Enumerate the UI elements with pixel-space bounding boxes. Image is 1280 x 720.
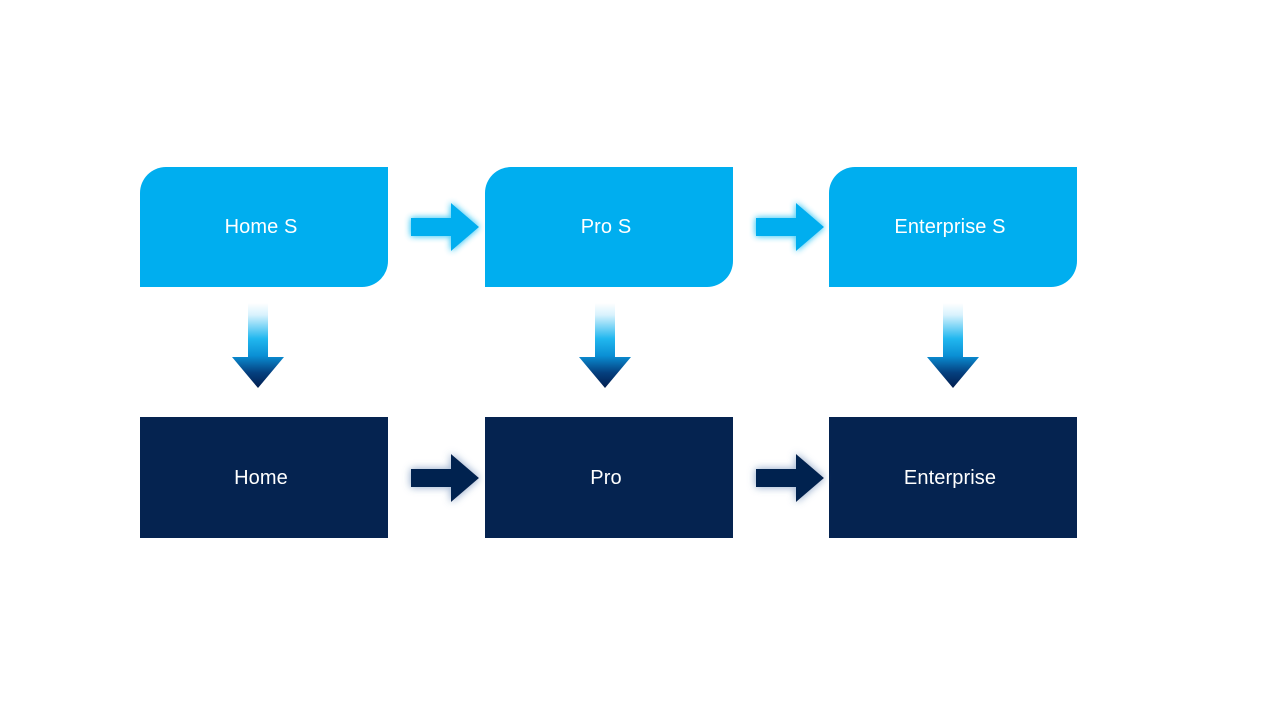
arrow-right-icon [752,447,828,509]
node-pro-s[interactable]: Pro S [485,167,733,287]
connector-pro-to-enterprise [752,447,828,509]
node-enterprise-s-label: Enterprise S [894,216,1006,238]
arrow-down-icon [228,303,288,391]
connector-pro-s-to-pro [575,303,635,391]
node-pro[interactable]: Pro [485,417,733,538]
node-home-s[interactable]: Home S [140,167,388,287]
connector-home-s-to-home [228,303,288,391]
arrow-right-icon [407,196,483,258]
node-pro-label: Pro [590,466,622,489]
arrow-right-icon [752,196,828,258]
connector-home-to-pro [407,447,483,509]
arrow-down-icon [575,303,635,391]
node-pro-s-label: Pro S [580,216,632,238]
arrow-right-icon [407,447,483,509]
connector-home-s-to-pro-s [407,196,483,258]
connector-pro-s-to-enterprise-s [752,196,828,258]
node-enterprise[interactable]: Enterprise [829,417,1077,538]
node-home-label: Home [234,466,288,489]
node-enterprise-label: Enterprise [903,466,997,489]
node-home[interactable]: Home [140,417,388,538]
arrow-down-icon [923,303,983,391]
connector-enterprise-s-to-enterprise [923,303,983,391]
node-enterprise-s[interactable]: Enterprise S [829,167,1077,287]
node-home-s-label: Home S [224,216,298,238]
